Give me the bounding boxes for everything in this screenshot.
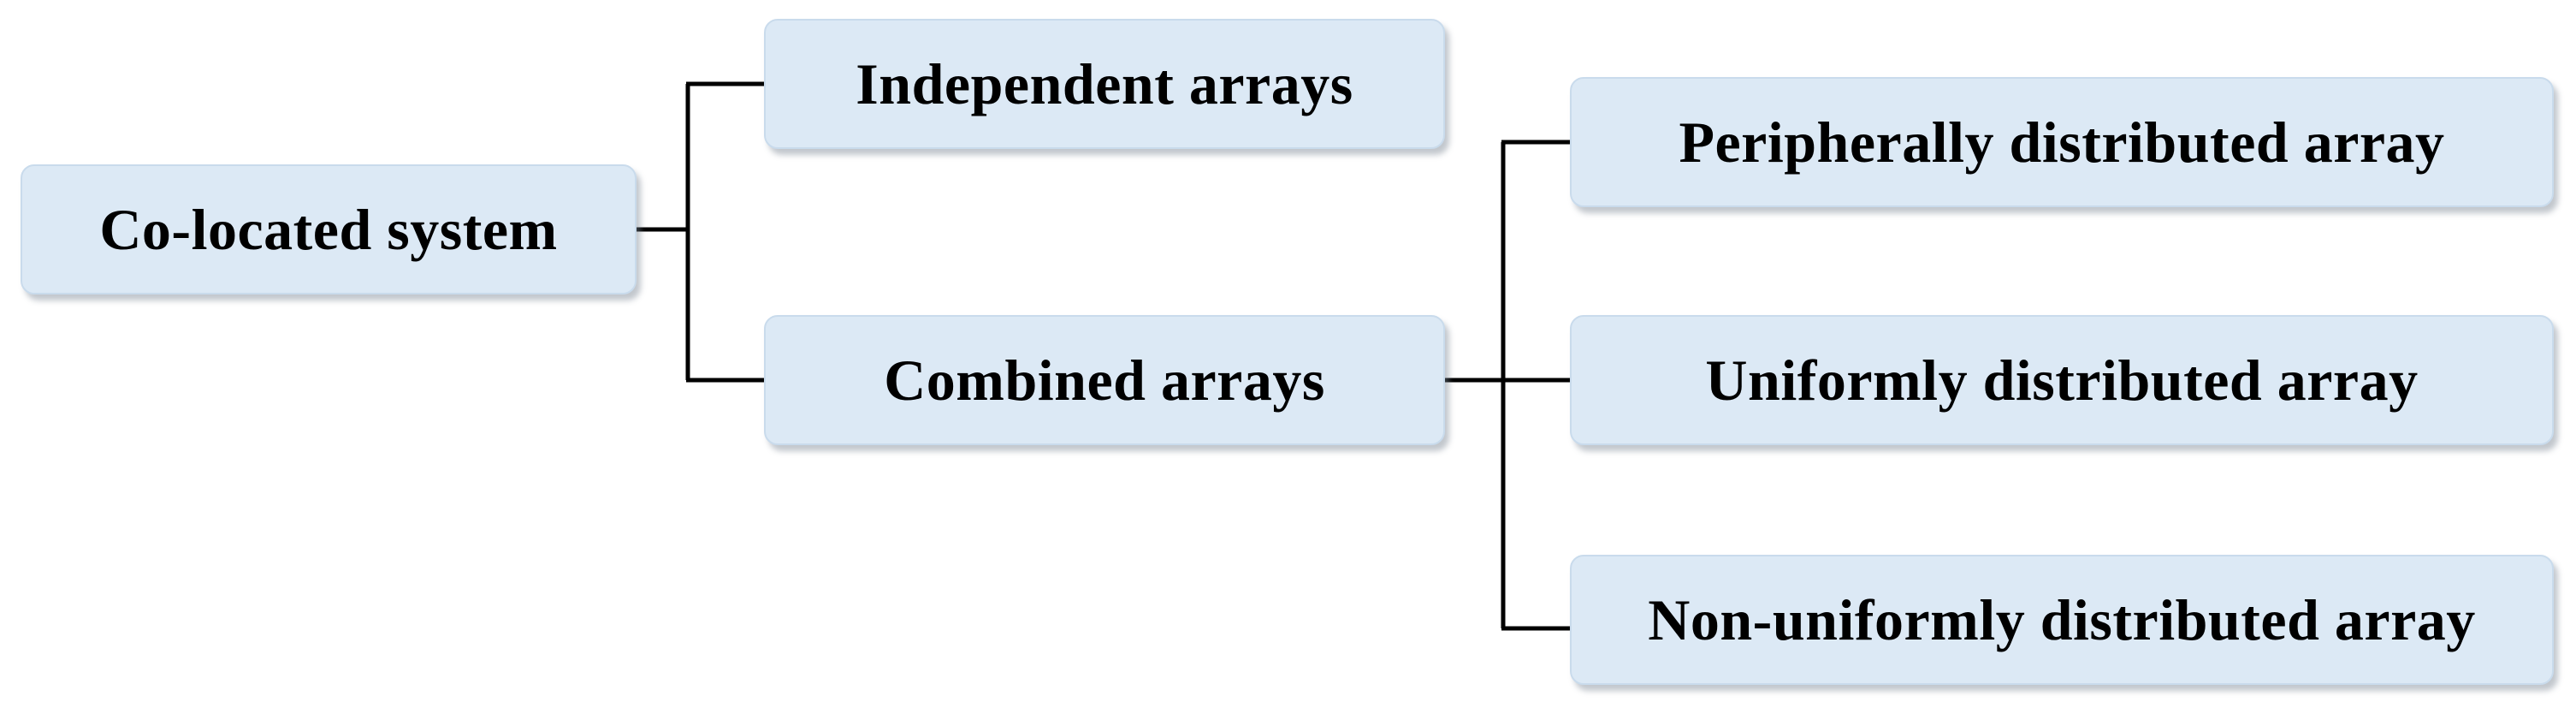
- node-peripherally-distributed-array: Peripherally distributed array: [1570, 77, 2554, 207]
- node-combined-arrays: Combined arrays: [764, 315, 1445, 445]
- node-co-located-system: Co-located system: [21, 164, 637, 295]
- node-uniformly-distributed-array: Uniformly distributed array: [1570, 315, 2554, 445]
- node-independent-arrays: Independent arrays: [764, 19, 1445, 149]
- node-non-uniformly-distributed-array: Non-uniformly distributed array: [1570, 555, 2554, 685]
